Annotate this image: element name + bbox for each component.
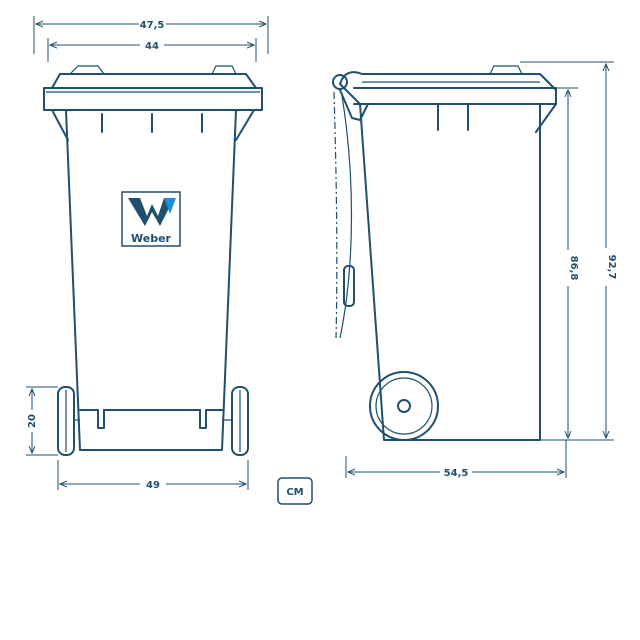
dim-total-height: 92,7	[520, 61, 617, 441]
front-lid-rim	[43, 87, 263, 111]
side-wheel-hub	[397, 399, 411, 413]
front-body	[65, 109, 237, 451]
dim-outer-width: 47,5	[33, 16, 269, 54]
dim-lid-width: 44	[47, 38, 257, 62]
dim-body-height-label: 86,8	[568, 256, 579, 281]
side-strut	[535, 103, 557, 133]
unit-badge: CM	[277, 477, 313, 505]
side-rim	[353, 87, 557, 105]
front-strut-right	[235, 109, 255, 141]
side-lid-clip	[489, 65, 523, 75]
logo-accent	[164, 198, 176, 214]
front-wheel-left	[57, 386, 75, 456]
front-lid-clip-right	[211, 65, 237, 75]
side-open-lid-handle	[343, 265, 355, 307]
dim-wheel-width: 49	[57, 460, 249, 491]
dim-lid-width-label: 44	[145, 41, 159, 52]
dim-body-height: 86,8	[540, 87, 579, 441]
dim-depth-label: 54,5	[444, 468, 469, 479]
logo-w-mark	[128, 198, 174, 226]
front-strut-left	[51, 109, 69, 141]
side-hinge	[332, 74, 348, 90]
side-open-lid-arc	[333, 91, 338, 339]
side-body	[359, 103, 541, 441]
front-lid-clip-left	[69, 65, 105, 75]
logo-text: Weber	[131, 232, 172, 245]
dim-wheel-width-label: 49	[146, 480, 160, 491]
dim-depth: 54,5	[345, 440, 567, 479]
front-wheel-right	[231, 386, 249, 456]
side-open-lid-edge	[339, 95, 353, 339]
side-wheel	[369, 371, 439, 441]
dim-wheel-height: 20	[26, 386, 58, 456]
weber-logo: Weber	[121, 191, 181, 247]
front-lid-top	[51, 73, 257, 89]
side-handle	[339, 89, 369, 121]
dim-total-height-label: 92,7	[606, 255, 617, 280]
dim-outer-width-label: 47,5	[140, 20, 165, 31]
front-view: Weber 47,5 44 49	[26, 16, 269, 491]
unit-label: CM	[286, 487, 303, 498]
side-wheel-inner	[375, 377, 433, 435]
front-bottom-bay	[79, 409, 223, 429]
side-view: 54,5 86,8 92,7	[332, 61, 617, 479]
dim-wheel-height-label: 20	[27, 414, 38, 428]
